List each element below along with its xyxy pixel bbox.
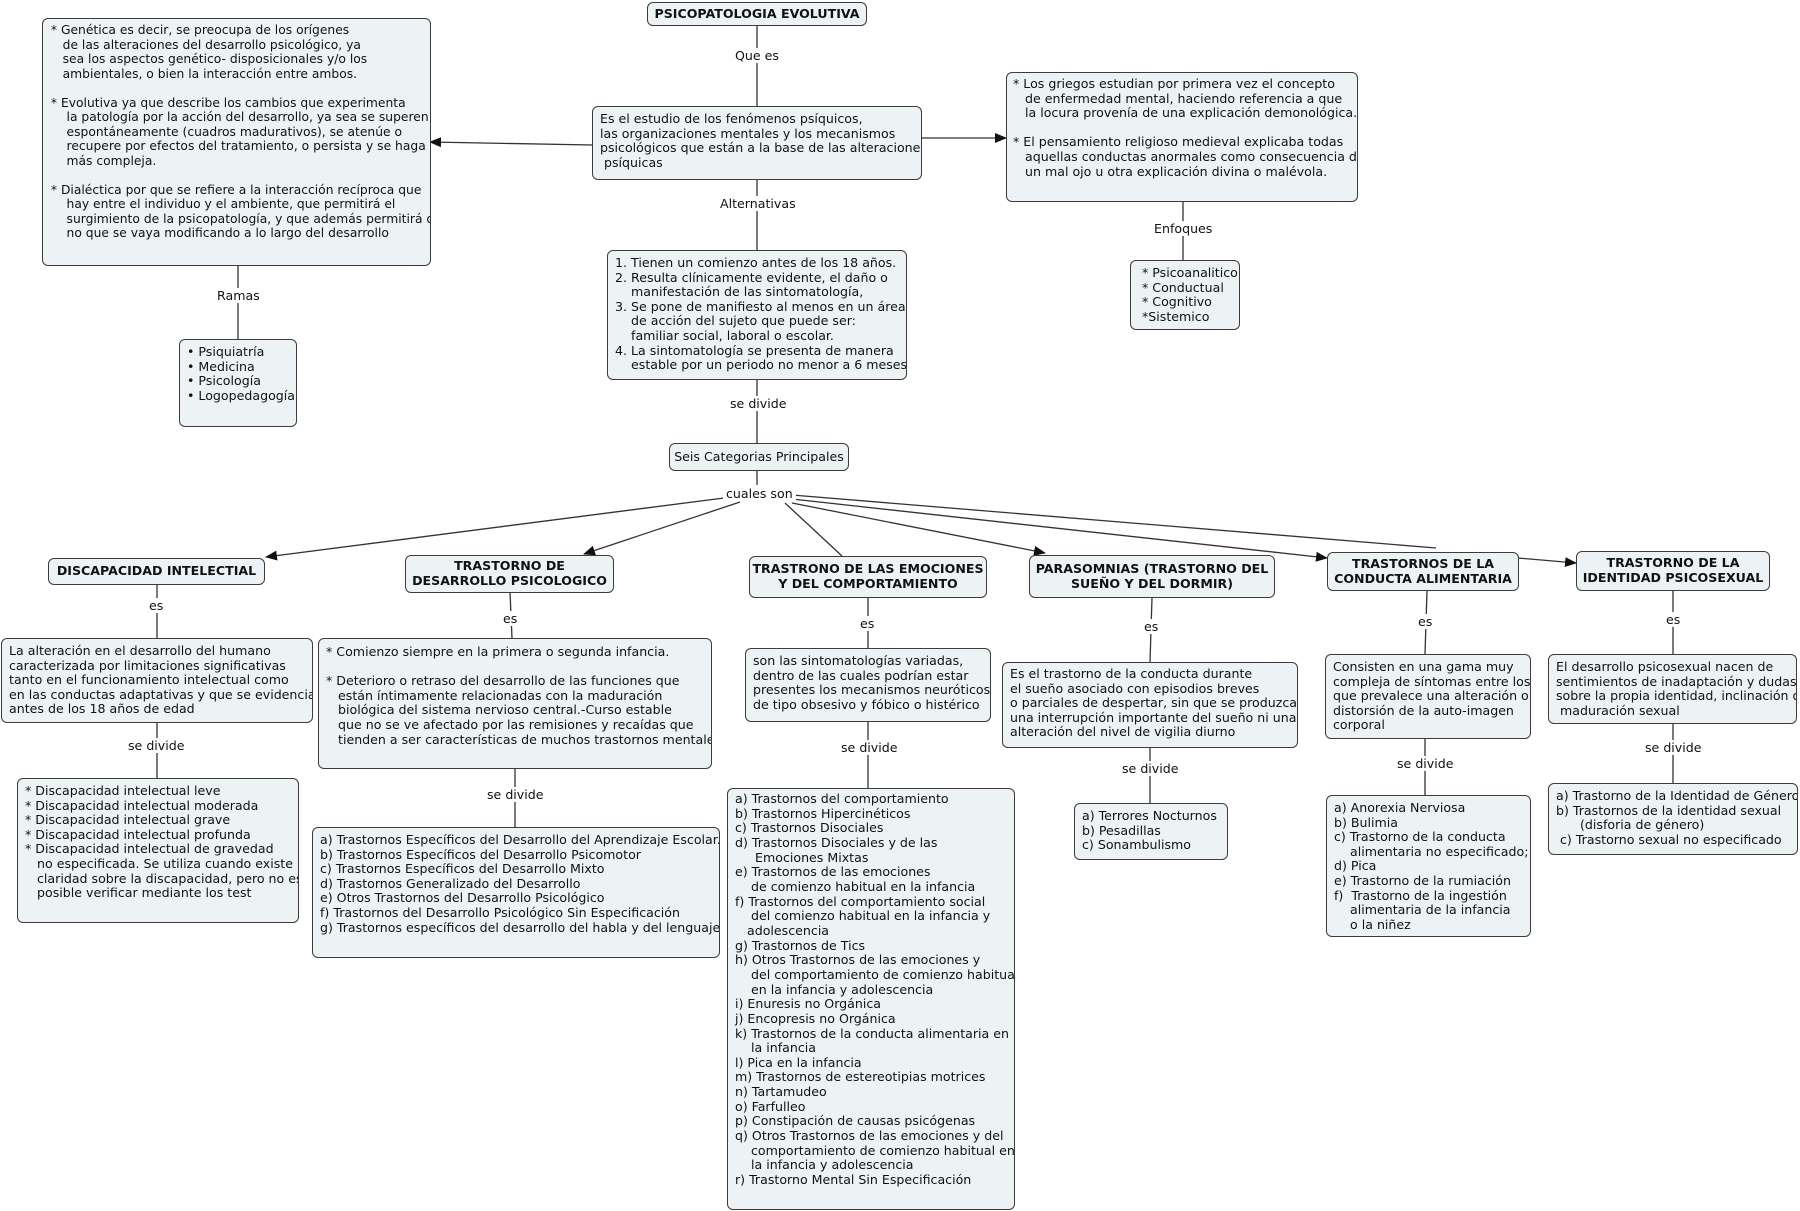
category-psychological-development-definition: * Comienzo siempre en la primera o segun…: [318, 638, 712, 769]
category-parasomnias-types: a) Terrores Nocturnos b) Pesadillas c) S…: [1074, 803, 1228, 860]
link-label-es: es: [1415, 614, 1436, 629]
link-label-enfoques: Enfoques: [1151, 221, 1216, 236]
link-label-es: es: [1141, 619, 1162, 634]
link-label-que-es: Que es: [732, 48, 782, 63]
link-label-se-divide: se divide: [1394, 756, 1457, 771]
category-parasomnias-definition: Es el trastorno de la conducta durante e…: [1002, 662, 1298, 748]
link-label-cuales-son: cuales son: [723, 486, 796, 501]
category-intellectual-disability-types: * Discapacidad intelectual leve * Discap…: [17, 778, 299, 923]
link-label-es: es: [857, 616, 878, 631]
category-psychological-development-types: a) Trastornos Específicos del Desarrollo…: [312, 827, 720, 958]
link-label-se-divide: se divide: [125, 738, 188, 753]
category-emotions-behaviour-title: TRASTRONO DE LAS EMOCIONES Y DEL COMPORT…: [749, 556, 987, 598]
category-emotions-behaviour-definition: son las sintomatologías variadas, dentro…: [745, 648, 991, 722]
category-emotions-behaviour-types: a) Trastornos del comportamiento b) Tras…: [727, 788, 1015, 1210]
map-title-node: PSICOPATOLOGIA EVOLUTIVA: [647, 2, 867, 26]
link-label-ramas: Ramas: [214, 288, 263, 303]
link-label-se-divide: se divide: [1642, 740, 1705, 755]
category-psychosexual-identity-definition: El desarrollo psicosexual nacen de senti…: [1548, 654, 1797, 724]
category-eating-disorders-title: TRASTORNOS DE LA CONDUCTA ALIMENTARIA: [1327, 552, 1519, 591]
six-categories-node: Seis Categorias Principales: [669, 443, 849, 471]
definition-node: Es el estudio de los fenómenos psíquicos…: [592, 106, 922, 180]
link-label-es: es: [1663, 612, 1684, 627]
link-label-alternativas: Alternativas: [717, 196, 799, 211]
link-label-se-divide: se divide: [1119, 761, 1182, 776]
category-psychosexual-identity-title: TRASTORNO DE LA IDENTIDAD PSICOSEXUAL: [1576, 551, 1770, 591]
link-label-se-divide: se divide: [838, 740, 901, 755]
link-label-se-divide: se divide: [484, 787, 547, 802]
history-node: * Los griegos estudian por primera vez e…: [1006, 72, 1358, 202]
category-psychosexual-identity-types: a) Trastorno de la Identidad de Género b…: [1548, 783, 1798, 855]
link-label-es: es: [146, 598, 167, 613]
criteria-node: 1. Tienen un comienzo antes de los 18 añ…: [607, 250, 907, 380]
category-intellectual-disability-title: DISCAPACIDAD INTELECTIAL: [48, 558, 265, 585]
link-label-es: es: [500, 611, 521, 626]
category-parasomnias-title: PARASOMNIAS (TRASTORNO DEL SUEÑO Y DEL D…: [1029, 555, 1275, 598]
perspectives-node: * Genética es decir, se preocupa de los …: [42, 18, 431, 266]
category-eating-disorders-types: a) Anorexia Nerviosa b) Bulimia c) Trast…: [1326, 795, 1531, 937]
category-intellectual-disability-definition: La alteración en el desarrollo del human…: [1, 638, 313, 723]
category-eating-disorders-definition: Consisten en una gama muy compleja de sí…: [1325, 654, 1531, 739]
category-psychological-development-title: TRASTORNO DE DESARROLLO PSICOLOGICO: [405, 555, 614, 593]
approaches-node: * Psicoanalitico * Conductual * Cognitiv…: [1130, 260, 1240, 330]
branches-node: • Psiquiatría • Medicina • Psicología • …: [179, 339, 297, 427]
link-label-se-divide: se divide: [727, 396, 790, 411]
